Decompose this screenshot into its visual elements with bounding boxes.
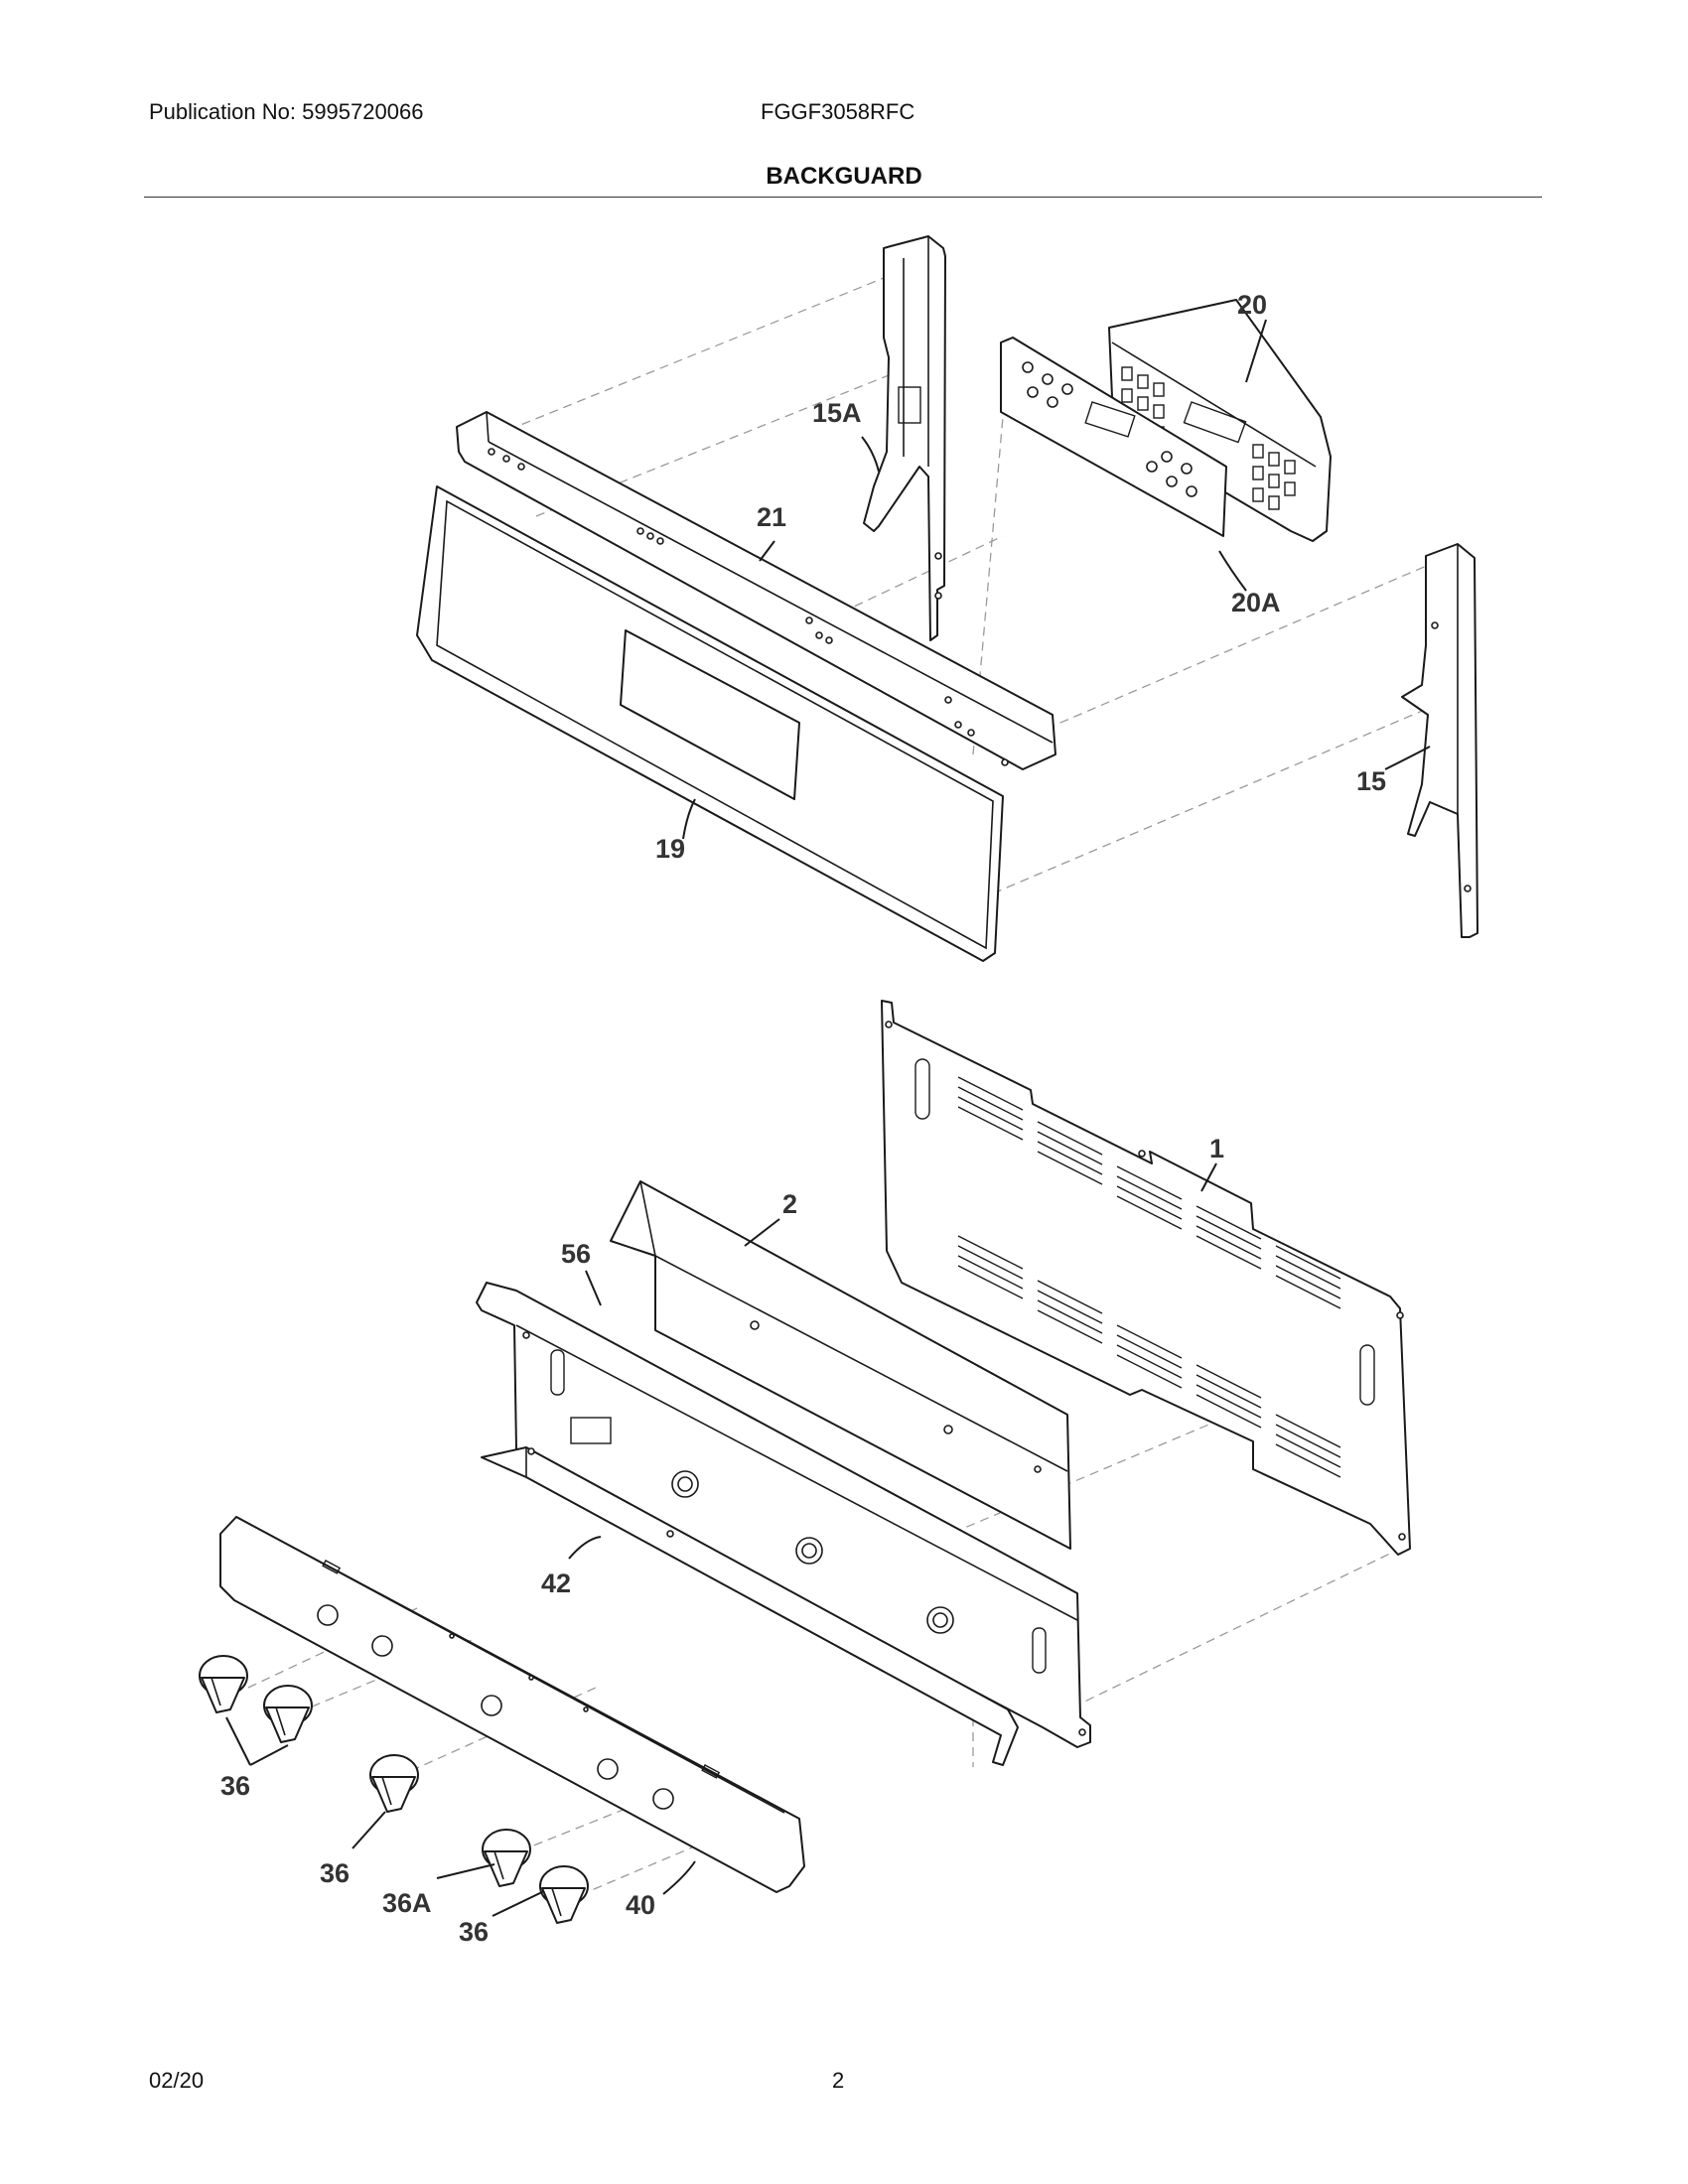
footer-date: 02/20 <box>149 2068 205 2093</box>
heat-shield-2 <box>610 1180 1071 1550</box>
knob-36-2 <box>263 1685 313 1743</box>
callout-40: 40 <box>626 1890 655 1920</box>
knob-36-1 <box>199 1655 248 1713</box>
bracket-15 <box>1401 543 1478 938</box>
callout-36-a: 36 <box>220 1771 250 1801</box>
callout-36-c: 36 <box>459 1917 489 1947</box>
page-number: 2 <box>832 2068 845 2093</box>
knob-36-3 <box>369 1754 419 1813</box>
callout-2: 2 <box>782 1189 797 1219</box>
callout-36-b: 36 <box>320 1858 350 1888</box>
knob-36-4 <box>539 1865 589 1924</box>
back-panel-1 <box>881 1000 1411 1556</box>
callout-15a: 15A <box>812 398 862 428</box>
callout-19: 19 <box>655 834 685 864</box>
manifold-panel-56 <box>476 1282 1091 1748</box>
callout-15: 15 <box>1356 766 1386 796</box>
console-panel-19 <box>416 485 1004 962</box>
callout-20a: 20A <box>1231 588 1281 617</box>
callout-36a: 36A <box>382 1888 432 1918</box>
control-panel-40 <box>219 1516 805 1893</box>
page-title: BACKGUARD <box>766 163 922 190</box>
callout-labels: 20 15A 21 20A 15 19 1 2 56 42 36 36 36A … <box>220 290 1386 1947</box>
publication-number: Publication No: 5995720066 <box>149 99 424 124</box>
model-number: FGGF3058RFC <box>761 99 915 124</box>
callout-56: 56 <box>561 1239 591 1269</box>
callout-1: 1 <box>1209 1134 1224 1163</box>
knob-36a <box>482 1829 531 1887</box>
header-rule <box>144 197 1542 198</box>
callout-42: 42 <box>541 1569 571 1598</box>
bracket-15a <box>863 235 946 641</box>
callout-20: 20 <box>1237 290 1267 320</box>
leader-lines <box>225 319 1431 1917</box>
overlay-20a <box>1000 337 1227 537</box>
callout-21: 21 <box>757 502 786 532</box>
trim-42 <box>481 1446 1019 1766</box>
bracket-21 <box>456 411 1056 770</box>
